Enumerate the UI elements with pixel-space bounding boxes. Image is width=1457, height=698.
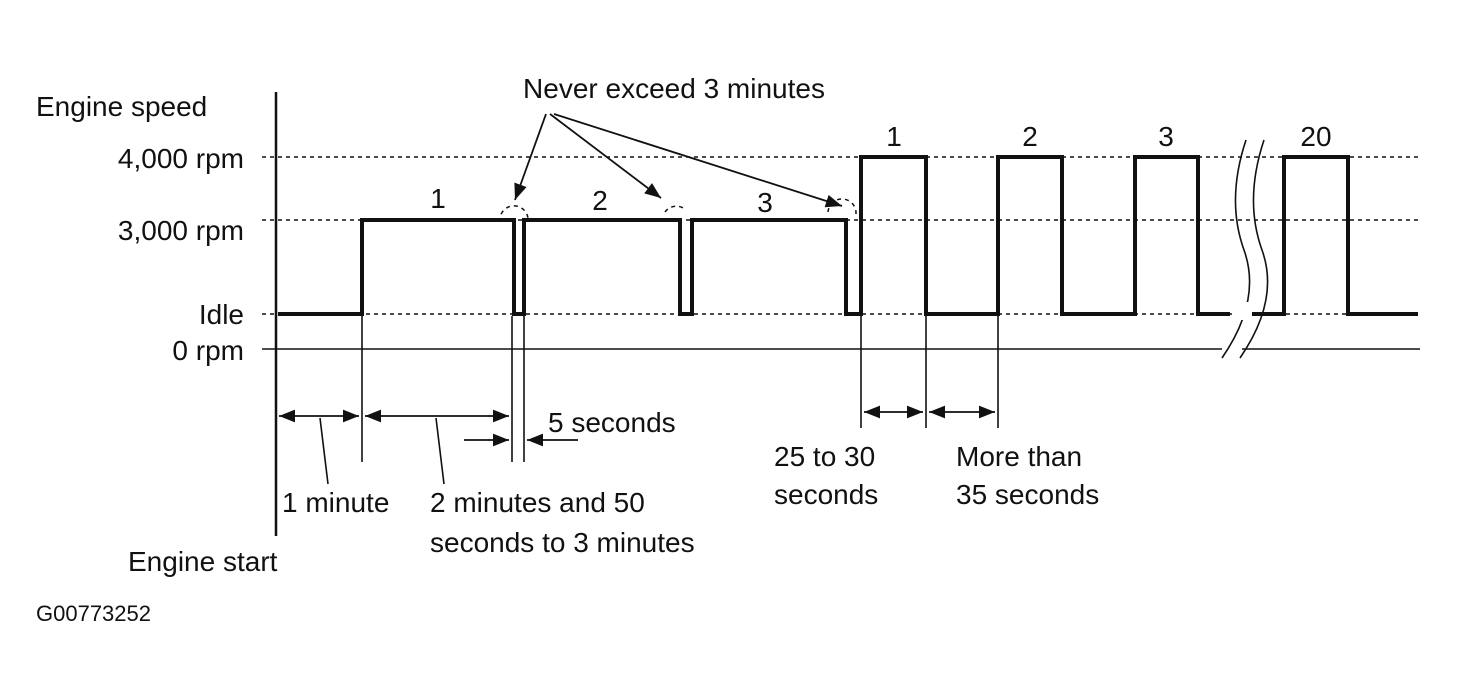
callout-label: Never exceed 3 minutes: [523, 73, 825, 104]
hold-label-line1: 2 minutes and 50: [430, 487, 645, 518]
rest-label-line1: More than: [956, 441, 1082, 472]
speed-waveform-after-break: [1252, 155, 1418, 316]
callout-arrow-1: [514, 113, 547, 201]
axis-break-left: [1221, 139, 1251, 359]
break-gap: [1232, 302, 1252, 320]
pulse-label-line2: seconds: [774, 479, 878, 510]
cycle-3000-label-3: 3: [757, 187, 773, 218]
cycle-4000-label-1: 1: [886, 121, 902, 152]
level-idle-label: Idle: [199, 299, 244, 330]
level-0-label: 0 rpm: [172, 335, 244, 366]
level-3000-label: 3,000 rpm: [118, 215, 244, 246]
dip-label: 5 seconds: [548, 407, 676, 438]
cycle-3000-label-1: 1: [430, 183, 446, 214]
figure-id: G00773252: [36, 601, 151, 626]
level-4000-label: 4,000 rpm: [118, 143, 244, 174]
drop-circle-2: [664, 205, 687, 213]
axis-title: Engine speed: [36, 91, 207, 122]
leader-warmup: [319, 417, 329, 485]
hold-label-line2: seconds to 3 minutes: [430, 527, 695, 558]
speed-waveform: [278, 155, 1230, 316]
drop-circle-3: [827, 198, 857, 215]
pulse-label-line1: 25 to 30: [774, 441, 875, 472]
cycle-3000-label-2: 2: [592, 185, 608, 216]
callout-arrow-2: [549, 113, 662, 199]
callout-arrow-3: [553, 113, 843, 208]
engine-start-label: Engine start: [128, 546, 278, 577]
cycle-4000-label-2: 2: [1022, 121, 1038, 152]
leader-hold: [435, 417, 445, 485]
rest-label-line2: 35 seconds: [956, 479, 1099, 510]
warmup-label: 1 minute: [282, 487, 389, 518]
axis-break-right: [1239, 139, 1269, 359]
cycle-4000-label-20: 20: [1300, 121, 1331, 152]
cycle-4000-label-3: 3: [1158, 121, 1174, 152]
